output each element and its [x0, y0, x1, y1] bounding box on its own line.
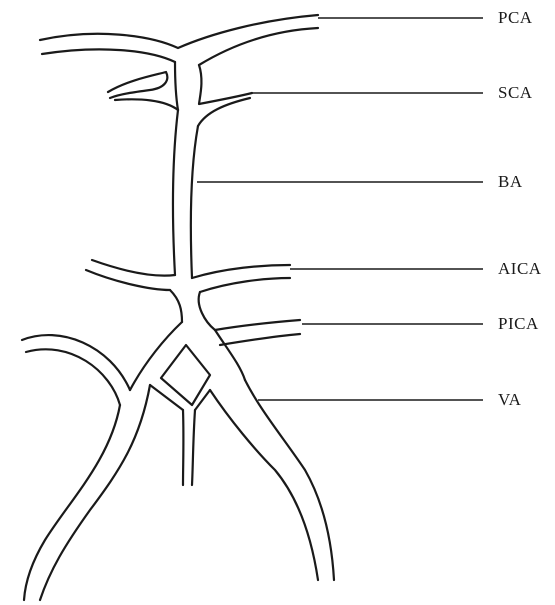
- label-pica: PICA: [498, 314, 539, 334]
- label-va: VA: [498, 390, 521, 410]
- label-sca: SCA: [498, 83, 533, 103]
- vertebrobasilar-junction: [130, 290, 245, 390]
- vertebral-arteries: [24, 380, 334, 600]
- label-ba: BA: [498, 172, 523, 192]
- superior-cerebellar-arteries: [108, 62, 252, 126]
- label-pca: PCA: [498, 8, 533, 28]
- label-aica: AICA: [498, 259, 542, 279]
- anterior-inferior-cerebellar-arteries: [86, 260, 290, 292]
- posterior-cerebral-arteries: [40, 15, 318, 65]
- anterior-spinal-artery: [150, 345, 210, 485]
- basilar-artery: [173, 110, 198, 278]
